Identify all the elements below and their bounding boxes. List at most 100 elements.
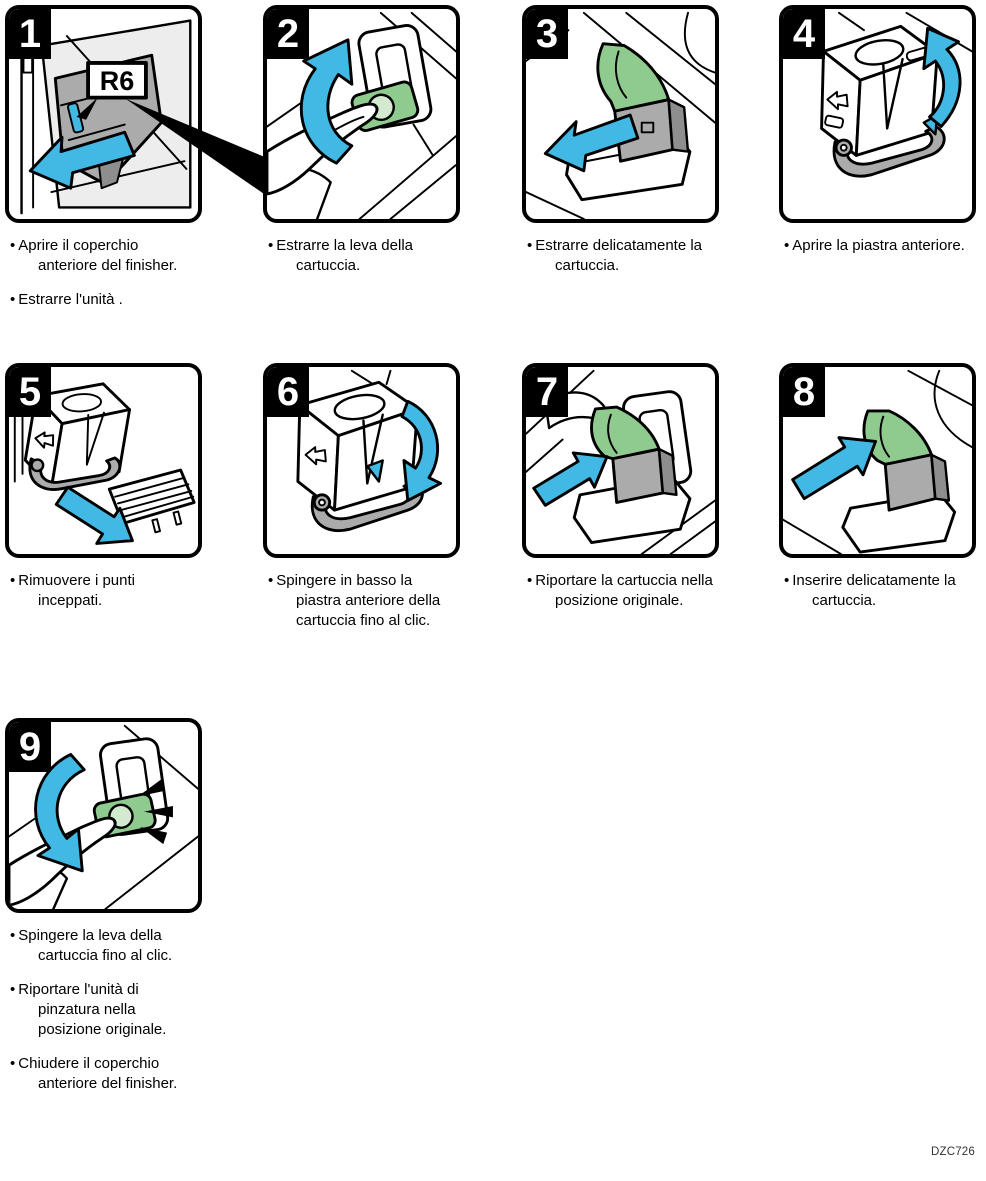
cartridge-hole xyxy=(854,39,905,66)
plate-latch-highlight xyxy=(366,459,384,483)
direction-arrow-glyph xyxy=(304,446,327,466)
green-lever xyxy=(596,42,671,113)
step-5-illustration xyxy=(13,369,196,545)
step-number-badge: 6 xyxy=(267,367,309,417)
step-1-captions: •Aprire il coperchio anteriore del finis… xyxy=(4,236,200,324)
step-6-captions: •Spingere in basso la piastra anteriore … xyxy=(262,571,458,645)
step-3-illustration xyxy=(526,11,715,219)
cartridge-detail xyxy=(640,121,655,134)
arrow-down-left-icon xyxy=(543,113,640,173)
step-number-badge: 9 xyxy=(9,722,51,772)
plate-hinge-pin xyxy=(839,143,848,152)
step-3-captions: •Estrarre delicatamente la cartuccia. xyxy=(521,236,717,290)
step-5-panel: 5 xyxy=(5,363,202,558)
arrow-up-right-icon xyxy=(532,451,609,507)
caption-item: •Estrarre l'unità . xyxy=(4,290,200,310)
caption-text: Estrarre delicatamente la cartuccia. xyxy=(535,237,703,274)
lever-fold-line xyxy=(607,413,618,454)
bullet: • xyxy=(10,981,16,998)
step-2-illustration xyxy=(267,11,456,219)
caption-item: •Rimuovere i punti inceppati. xyxy=(4,571,200,611)
step-8-illustration xyxy=(783,369,972,554)
r6-label-box xyxy=(86,61,148,100)
step-9-captions: •Spingere la leva della cartuccia fino a… xyxy=(4,926,200,1108)
step-number-badge: 1 xyxy=(9,9,51,59)
caption-text: Spingere in basso la piastra anteriore d… xyxy=(276,572,441,629)
step-5-captions: •Rimuovere i punti inceppati. xyxy=(4,571,200,625)
bullet: • xyxy=(527,572,533,589)
bullet: • xyxy=(268,237,274,254)
step-number-badge: 2 xyxy=(267,9,309,59)
caption-text: Chiudere il coperchio anteriore del fini… xyxy=(18,1055,178,1092)
caption-item: •Spingere la leva della cartuccia fino a… xyxy=(4,926,200,966)
lever-fold-line xyxy=(879,415,891,458)
plate-hinge-pin xyxy=(318,498,326,507)
caption-item: •Inserire delicatamente la cartuccia. xyxy=(778,571,974,611)
machine-lines xyxy=(350,369,392,386)
cartridge-side xyxy=(667,98,690,153)
step-number-badge: 8 xyxy=(783,367,825,417)
document-code: DZC726 xyxy=(930,1146,975,1158)
step-3-panel: 3 xyxy=(522,5,719,223)
handle-support-line xyxy=(412,123,434,157)
caption-text: Riportare l'unità di pinzatura nella pos… xyxy=(18,981,167,1038)
step-9-illustration xyxy=(9,724,198,909)
bullet: • xyxy=(10,291,16,308)
cartridge-slot-left xyxy=(824,114,845,129)
step-number-badge: 5 xyxy=(9,367,51,417)
step-6-panel: 6 xyxy=(263,363,460,558)
arrow-up-right-icon xyxy=(791,436,878,501)
step-4-illustration xyxy=(820,11,972,178)
caption-item: •Chiudere il coperchio anteriore del fin… xyxy=(4,1054,200,1094)
caption-item: •Riportare la cartuccia nella posizione … xyxy=(521,571,717,611)
bullet: • xyxy=(527,237,533,254)
bullet: • xyxy=(10,572,16,589)
machine-lines xyxy=(783,369,972,554)
arrow-down-right-icon xyxy=(54,485,134,545)
caption-text: Estrarre la leva della cartuccia. xyxy=(276,237,413,274)
caption-text: Aprire la piastra anteriore. xyxy=(792,237,965,254)
step-number-badge: 3 xyxy=(526,9,568,59)
curved-arrow-up-icon xyxy=(922,26,962,128)
step-4-captions: •Aprire la piastra anteriore. xyxy=(778,236,974,270)
step-7-panel: 7 xyxy=(522,363,719,558)
cartridge-hole xyxy=(333,393,386,421)
direction-arrow-glyph xyxy=(826,90,849,111)
step-8-captions: •Inserire delicatamente la cartuccia. xyxy=(778,571,974,625)
step-9-panel: 9 xyxy=(5,718,202,913)
step-2-captions: •Estrarre la leva della cartuccia. xyxy=(262,236,458,290)
cartridge-notch xyxy=(882,57,904,130)
staple-cartridge-assembly xyxy=(23,382,131,491)
caption-text: Aprire il coperchio anteriore del finish… xyxy=(18,237,178,274)
bullet: • xyxy=(268,572,274,589)
caption-item: •Estrarre la leva della cartuccia. xyxy=(262,236,458,276)
caption-item: •Aprire la piastra anteriore. xyxy=(778,236,974,256)
caption-text: Inserire delicatamente la cartuccia. xyxy=(792,572,956,609)
step-number-badge: 7 xyxy=(526,367,568,417)
step-6-illustration xyxy=(296,369,443,532)
step-4-panel: 4 xyxy=(779,5,976,223)
caption-item: •Estrarre delicatamente la cartuccia. xyxy=(521,236,717,276)
caption-text: Estrarre l'unità . xyxy=(18,291,123,308)
step-8-panel: 8 xyxy=(779,363,976,558)
caption-text: Riportare la cartuccia nella posizione o… xyxy=(535,572,713,609)
step-2-panel: 2 xyxy=(263,5,460,223)
curved-arrow-down-icon xyxy=(400,399,443,503)
cartridge-side xyxy=(657,447,678,497)
caption-text: Spingere la leva della cartuccia fino al… xyxy=(18,927,173,964)
lever-fold-line xyxy=(614,50,628,99)
curved-arrow-up-icon xyxy=(299,38,354,165)
bullet: • xyxy=(10,927,16,944)
step-number-badge: 4 xyxy=(783,9,825,59)
bullet: • xyxy=(784,237,790,254)
cartridge-notch xyxy=(362,413,384,485)
cartridge-side xyxy=(930,453,951,502)
label-pointer xyxy=(76,97,98,120)
caption-item: •Spingere in basso la piastra anteriore … xyxy=(262,571,458,631)
caption-item: •Aprire il coperchio anteriore del finis… xyxy=(4,236,200,276)
curved-arrow-right-icon xyxy=(34,753,86,873)
bullet: • xyxy=(10,237,16,254)
green-lever xyxy=(862,409,933,466)
caption-text: Rimuovere i punti inceppati. xyxy=(18,572,135,609)
